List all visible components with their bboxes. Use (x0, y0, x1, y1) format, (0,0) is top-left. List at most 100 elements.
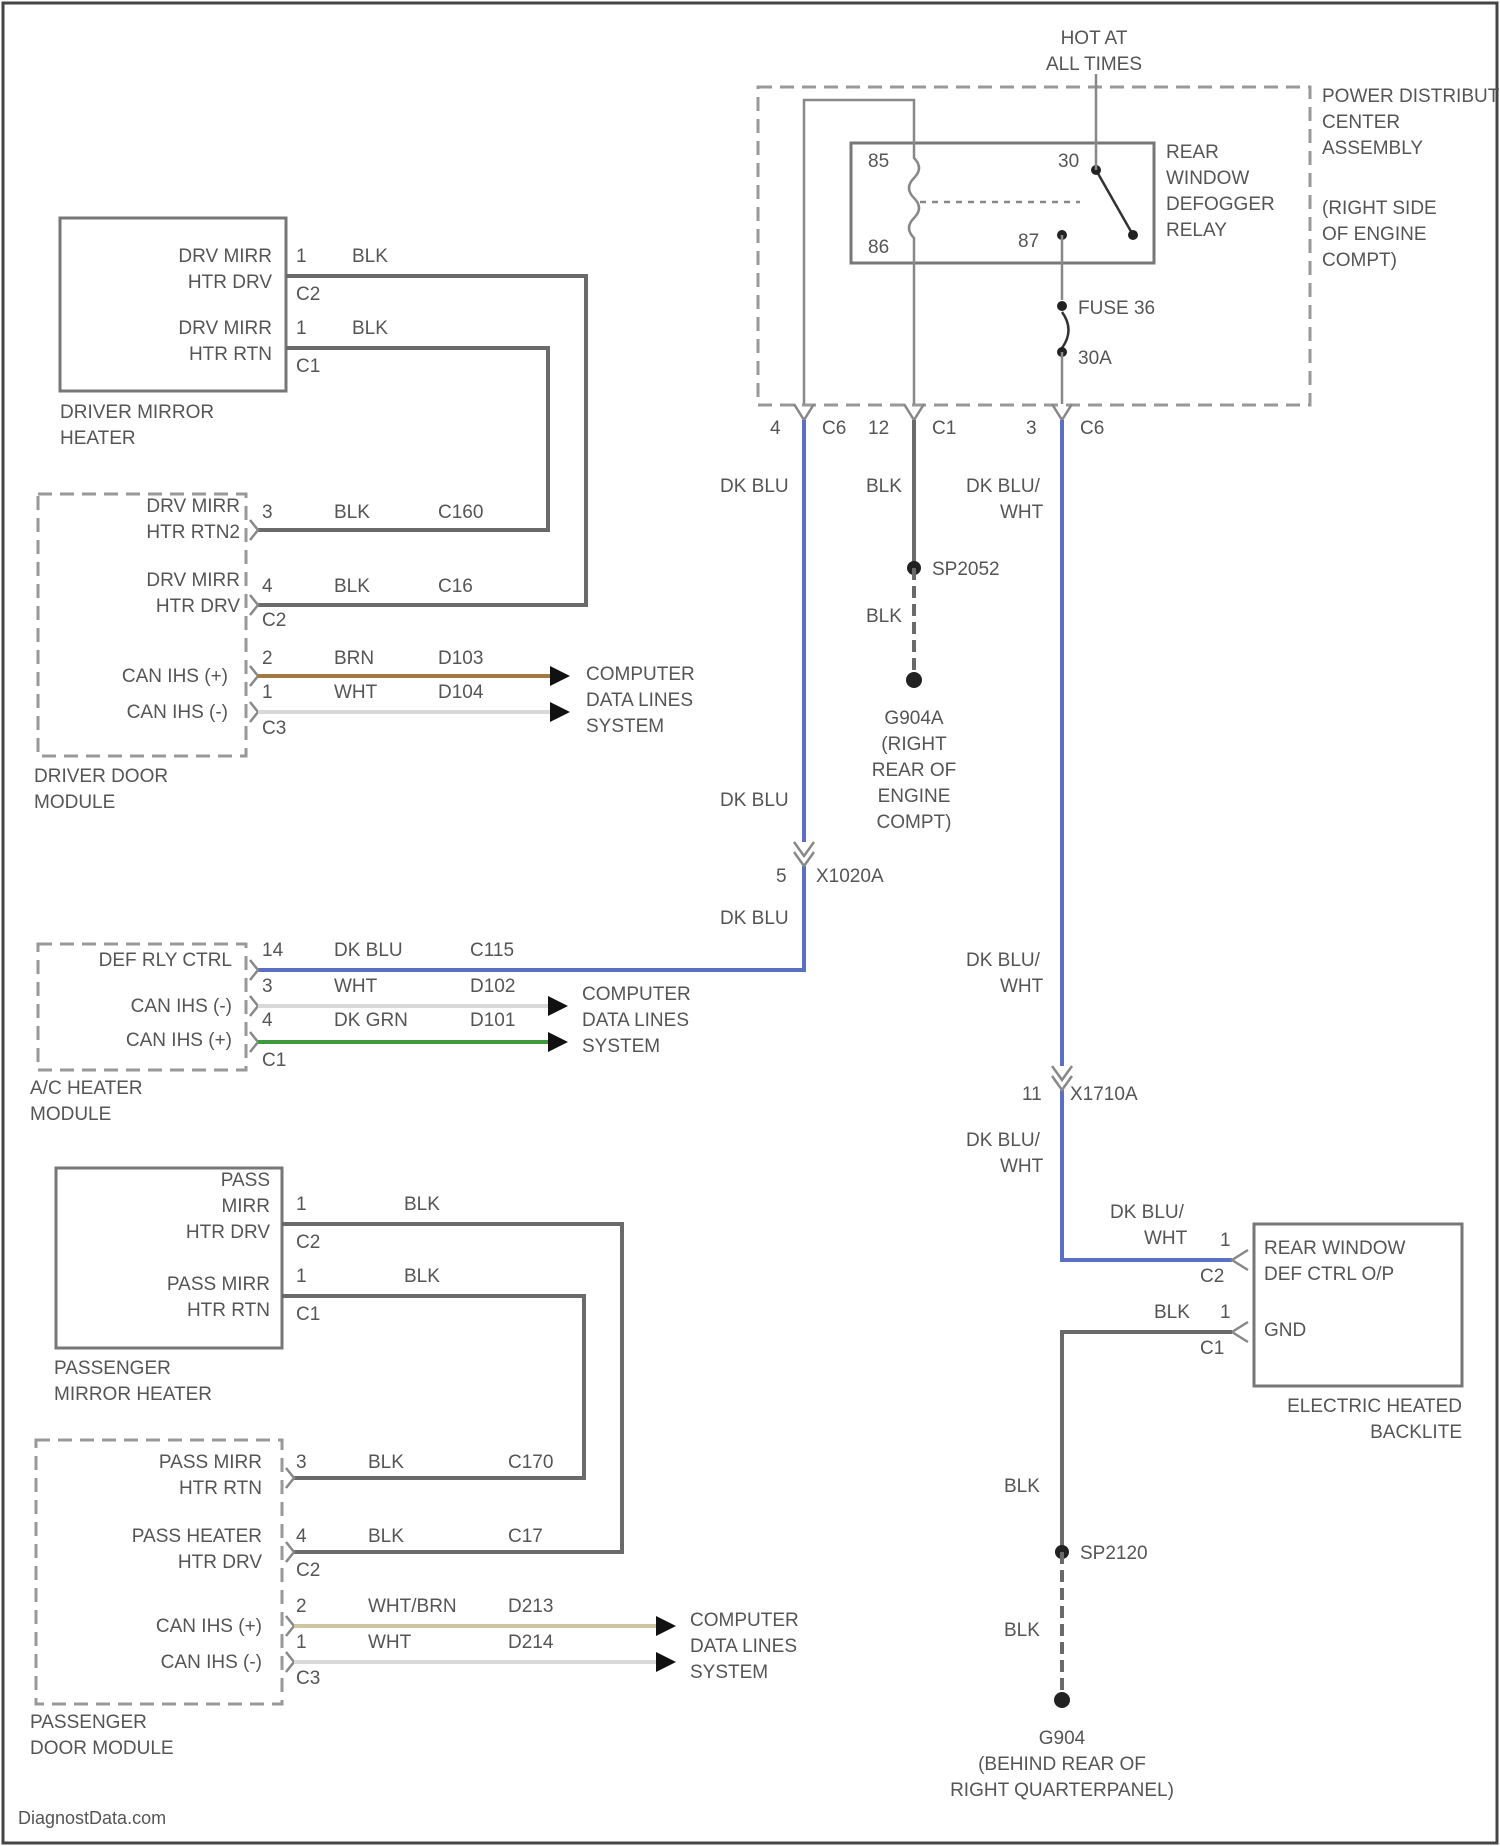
wire-pass-mirr-htr-rtn (282, 1296, 584, 1478)
backlite-feed-circuit: DK BLU/ WHT DK BLU/ WHT 11 X1710A DK BLU… (966, 420, 1232, 1260)
pm-pin1-num: 1 (296, 1194, 307, 1215)
pd-cdl-1: COMPUTER (690, 1610, 799, 1631)
wire-pass-mirr-htr-drv (282, 1224, 622, 1552)
dd-row3-circuit: D103 (438, 648, 483, 669)
ac-row1-label: DEF RLY CTRL (99, 950, 232, 971)
dd-row2-color: BLK (334, 576, 370, 597)
driver-door-module: DRV MIRR HTR RTN2 DRV MIRR HTR DRV CAN I… (34, 494, 695, 813)
dd-row2-circuit: C16 (438, 576, 473, 597)
driver-mirror-name-2: HEATER (60, 428, 136, 449)
wire-color-dkbluwht-3a: DK BLU/ (966, 1130, 1041, 1151)
relay-pin-86: 86 (868, 237, 889, 258)
relay-switch-arm (1096, 170, 1133, 235)
wire-color-blk-ground: BLK (866, 606, 902, 627)
pm-pin2-label-1: PASS MIRR (167, 1274, 270, 1295)
pdc-name-2: CENTER (1322, 112, 1400, 133)
pd-row3-color: WHT/BRN (368, 1596, 457, 1617)
x1020a-connector (794, 842, 814, 866)
power-distribution-center: HOT AT ALL TIMES POWER DISTRIBUTION CENT… (758, 28, 1500, 439)
pdc-conn-c1: C1 (932, 418, 956, 439)
hot-at-all-times-line2: ALL TIMES (1046, 54, 1142, 75)
wire-color-blk-g904-1: BLK (1004, 1476, 1040, 1497)
dd-row3-label: CAN IHS (+) (122, 666, 228, 687)
relay-pin-85: 85 (868, 151, 889, 172)
ac-row1-circuit: C115 (470, 940, 514, 961)
driver-mirror-heater: DRV MIRR HTR DRV DRV MIRR HTR RTN 1 BLK … (60, 218, 586, 605)
ac-row2-circuit: D102 (470, 976, 515, 997)
pd-row1-label-1: PASS MIRR (159, 1452, 262, 1473)
fuse-36 (1062, 312, 1069, 348)
pd-row4-circuit: D214 (508, 1632, 554, 1653)
relay-contact-87 (1128, 230, 1138, 240)
pd-row3-label: CAN IHS (+) (156, 1616, 262, 1637)
wire-color-dkbluwht-2a: DK BLU/ (966, 950, 1041, 971)
pd-row2-label-2: HTR DRV (178, 1552, 262, 1573)
backlite-pin2-connector (1232, 1322, 1248, 1342)
ac-row3-circuit: D101 (470, 1010, 515, 1031)
pd-row2-label-1: PASS HEATER (132, 1526, 262, 1547)
dd-row1-pin: 3 (262, 502, 273, 523)
wire-color-dkbluwht-4b: WHT (1144, 1228, 1188, 1249)
dd-cdl-1: COMPUTER (586, 664, 695, 685)
relay-pin-30: 30 (1058, 151, 1079, 172)
pdc-loc-2: OF ENGINE (1322, 224, 1427, 245)
ac-cdl-3: SYSTEM (582, 1036, 660, 1057)
ac-arrow-can-minus (548, 996, 568, 1016)
ac-row2-color: WHT (334, 976, 378, 997)
backlite-pin1-conn: C2 (1200, 1266, 1224, 1287)
driver-door-name-2: MODULE (34, 792, 115, 813)
pass-mirror-name-2: MIRROR HEATER (54, 1384, 212, 1405)
dd-pin-connectors (250, 520, 258, 722)
dd-arrow-can-plus (550, 666, 570, 686)
wire-color-dkbluwht-1a: DK BLU/ (966, 476, 1041, 497)
backlite-pin1-label-2: DEF CTRL O/P (1264, 1264, 1394, 1285)
ground-g904a-3: REAR OF (872, 760, 956, 781)
drv-mirr-pin2-num: 1 (296, 318, 307, 339)
dd-cdl-2: DATA LINES (586, 690, 693, 711)
wire-color-dkbluwht-2b: WHT (1000, 976, 1044, 997)
backlite-name-2: BACKLITE (1370, 1422, 1462, 1443)
dd-row1-color: BLK (334, 502, 370, 523)
pd-row2-circuit: C17 (508, 1526, 543, 1547)
dd-row1-label-2: HTR RTN2 (146, 522, 240, 543)
pdc-wire-pin4 (804, 100, 914, 404)
splice-sp2120-label: SP2120 (1080, 1543, 1148, 1564)
hot-at-all-times-line1: HOT AT (1061, 28, 1128, 49)
ground-g904a-1: G904A (884, 708, 943, 729)
wire-color-dkbluwht-3b: WHT (1000, 1156, 1044, 1177)
pd-row3-pin: 2 (296, 1596, 307, 1617)
backlite-pin2-conn: C1 (1200, 1338, 1224, 1359)
rear-defogger-relay (851, 143, 1154, 263)
pass-mirror-box (56, 1168, 282, 1348)
dd-conn-c2: C2 (262, 610, 286, 631)
ground-g904a-5: COMPT) (877, 812, 952, 833)
driver-mirror-box (60, 218, 286, 391)
pd-cdl-3: SYSTEM (690, 1662, 768, 1683)
dd-row2-label-2: HTR DRV (156, 596, 240, 617)
dd-row4-label: CAN IHS (-) (127, 702, 228, 723)
ground-g904a-symbol (906, 672, 922, 688)
pd-conn-c2: C2 (296, 1560, 320, 1581)
pm-pin1-label-1: PASS (221, 1170, 270, 1191)
pd-arrow-can-minus (656, 1652, 676, 1672)
pd-row2-color: BLK (368, 1526, 404, 1547)
pm-pin1-label-2: MIRR (221, 1196, 270, 1217)
relay-name-2: WINDOW (1166, 168, 1249, 189)
wire-color-dkblu-3: DK BLU (720, 908, 789, 929)
dd-row4-circuit: D104 (438, 682, 484, 703)
ac-pin-connectors (250, 960, 258, 1052)
ground-g904-circuit: BLK SP2120 BLK G904 (BEHIND REAR OF RIGH… (950, 1332, 1232, 1801)
ground-g904-2: (BEHIND REAR OF (978, 1754, 1146, 1775)
drv-mirr-pin1-num: 1 (296, 246, 307, 267)
backlite-name-1: ELECTRIC HEATED (1287, 1396, 1462, 1417)
fuse-36-top (1057, 301, 1067, 311)
dd-row4-color: WHT (334, 682, 378, 703)
pd-row3-circuit: D213 (508, 1596, 553, 1617)
ac-heater-name-1: A/C HEATER (30, 1078, 143, 1099)
wire-color-dkbluwht-1b: WHT (1000, 502, 1044, 523)
pdc-name-1: POWER DISTRIBUTION (1322, 86, 1500, 107)
ac-conn-c1: C1 (262, 1050, 286, 1071)
dd-row3-pin: 2 (262, 648, 273, 669)
drv-mirr-pin1-color: BLK (352, 246, 388, 267)
ground-g904a-4: ENGINE (878, 786, 951, 807)
